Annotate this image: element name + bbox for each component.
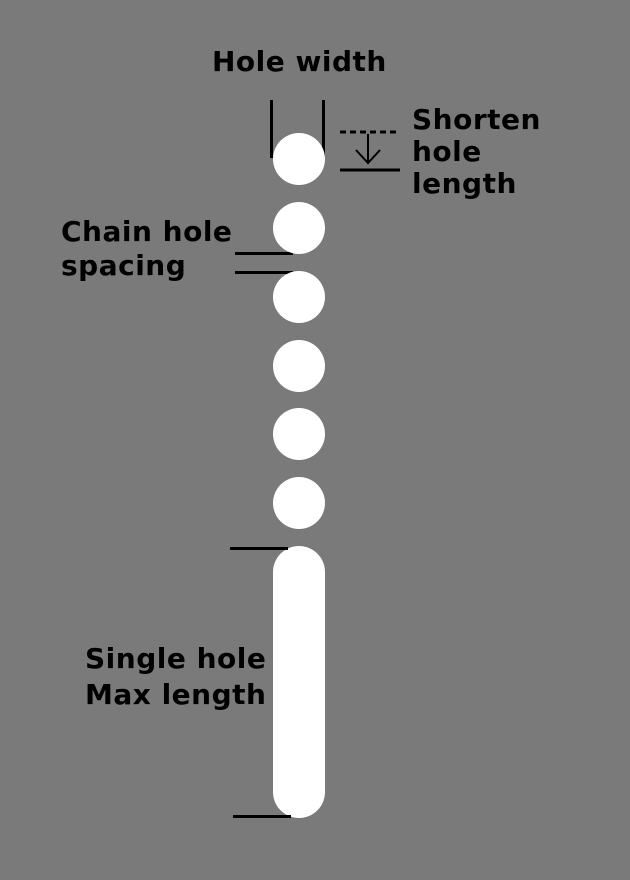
shorten-label-line-2: hole xyxy=(412,135,482,168)
shorten-label-line-1: Shorten xyxy=(412,103,541,136)
hole-width-tick-left xyxy=(270,100,273,158)
chain-spacing-label-line-1: Chain hole xyxy=(61,215,233,248)
chain-hole xyxy=(273,133,325,185)
shorten-arrow-icon xyxy=(340,130,400,172)
chain-spacing-line-bottom xyxy=(235,271,293,274)
max-length-line-bottom xyxy=(233,815,291,818)
chain-hole xyxy=(273,408,325,460)
chain-spacing-label-line-2: spacing xyxy=(61,249,187,282)
chain-hole xyxy=(273,340,325,392)
chain-hole xyxy=(273,202,325,254)
hole-width-label: Hole width xyxy=(212,45,387,78)
shorten-label-line-3: length xyxy=(412,167,517,200)
chain-spacing-line-top xyxy=(235,252,293,255)
chain-hole xyxy=(273,271,325,323)
single-long-hole xyxy=(273,546,325,818)
max-length-line-top xyxy=(230,547,288,550)
single-max-label-line-2: Max length xyxy=(85,678,267,711)
single-max-label-line-1: Single hole xyxy=(85,642,267,675)
hole-width-tick-right xyxy=(322,100,325,158)
chain-hole xyxy=(273,477,325,529)
